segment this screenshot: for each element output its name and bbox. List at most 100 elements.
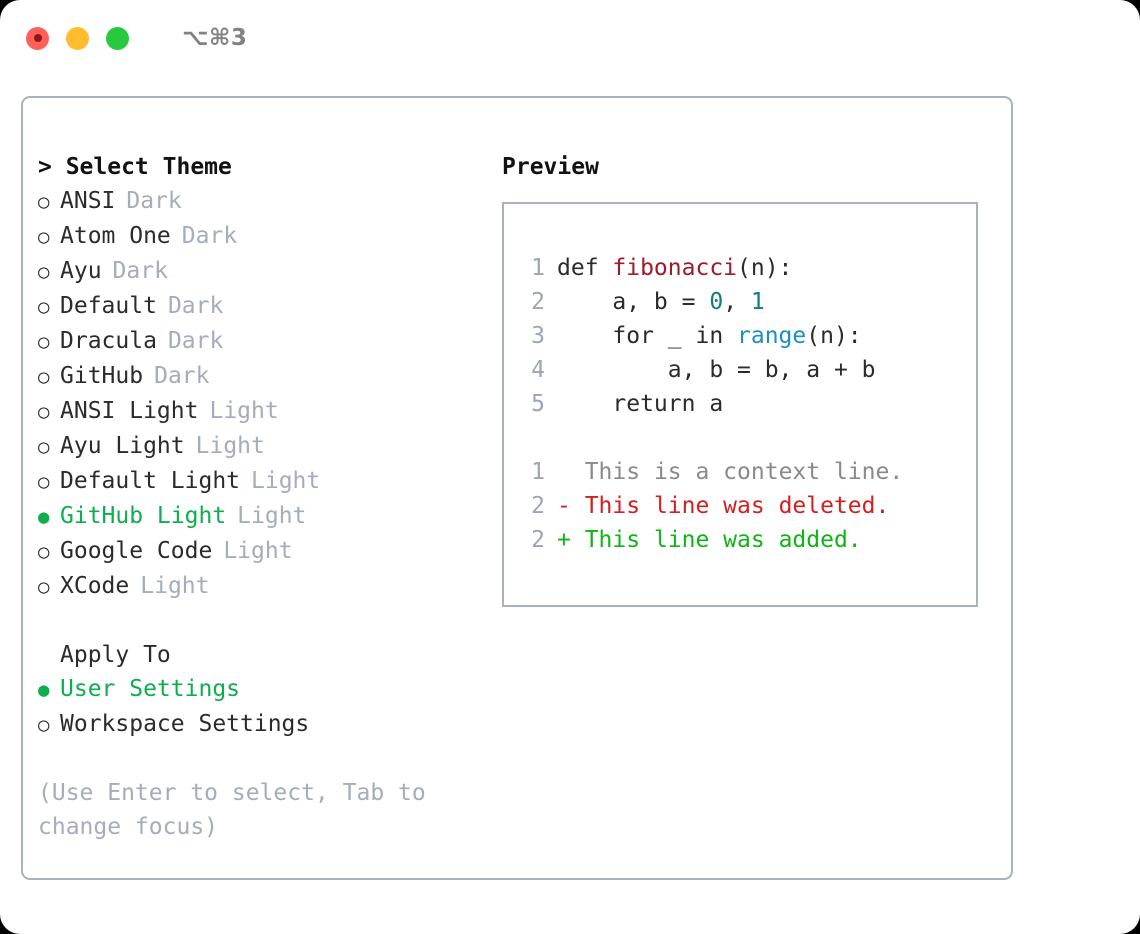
close-window-icon[interactable] (26, 26, 49, 50)
line-number: 2 (531, 527, 545, 553)
theme-option-label: ANSI Light (60, 398, 199, 424)
diff-marker: + (557, 527, 585, 553)
theme-option-label: GitHub (60, 363, 144, 389)
radio-unselected-icon: ○ (38, 261, 50, 283)
radio-selected-icon: ● (38, 679, 50, 701)
theme-option-ayu[interactable]: ○ Ayu Dark (38, 254, 498, 289)
radio-unselected-icon: ○ (38, 401, 50, 423)
theme-option-xcode[interactable]: ○ XCode Light (38, 569, 498, 604)
code-line-text: a, b = b, a + b (557, 353, 876, 387)
theme-option-label: Ayu (60, 258, 102, 284)
radio-selected-icon: ● (38, 506, 50, 528)
theme-option-ayu-light[interactable]: ○ Ayu Light Light (38, 429, 498, 464)
keyboard-hint-text: (Use Enter to select, Tab to change focu… (38, 780, 440, 840)
code-line-text: return a (557, 387, 723, 421)
code-token-call: range (737, 323, 807, 349)
code-line: 5 return a (525, 387, 976, 421)
theme-variant-badge: Dark (126, 188, 182, 214)
theme-option-default-light[interactable]: ○ Default Light Light (38, 464, 498, 499)
code-line-text: def fibonacci(n): (557, 251, 792, 285)
code-token-plain: (n): (806, 323, 862, 349)
radio-unselected-icon: ○ (38, 576, 50, 598)
theme-variant-badge: Light (251, 468, 321, 494)
title-bar: ⌥⌘3 (0, 0, 1140, 76)
minimize-window-icon[interactable] (66, 26, 89, 50)
theme-option-label: Ayu Light (60, 433, 185, 459)
theme-variant-badge: Light (237, 503, 307, 529)
line-number: 4 (531, 357, 545, 383)
theme-variant-badge: Dark (167, 293, 224, 319)
theme-option-label: ANSI (60, 188, 116, 214)
code-token-plain: (n): (737, 255, 793, 281)
diff-line-text: This line was deleted. (584, 493, 890, 519)
theme-option-label: Default Light (60, 468, 241, 494)
code-line: 3 for _ in range(n): (525, 319, 976, 353)
apply-to-option-user-settings[interactable]: ● User Settings (38, 672, 498, 707)
diff-line-del: 2- This line was deleted. (525, 489, 976, 523)
list-spacer (38, 604, 498, 638)
radio-unselected-icon: ○ (38, 541, 50, 563)
apply-to-option-workspace-settings[interactable]: ○ Workspace Settings (38, 707, 498, 742)
theme-option-github-light[interactable]: ● GitHub Light Light (38, 499, 498, 534)
theme-option-label: Default (60, 293, 157, 319)
radio-unselected-icon: ○ (38, 714, 50, 736)
theme-option-label: Atom One (60, 223, 171, 249)
maximize-window-icon[interactable] (106, 26, 129, 50)
traffic-light-buttons (26, 26, 129, 50)
theme-variant-badge: Dark (167, 328, 224, 354)
diff-marker: - (557, 493, 585, 519)
line-number: 3 (531, 323, 545, 349)
line-number: 5 (531, 391, 545, 417)
code-token-fn: fibonacci (612, 255, 738, 281)
theme-variant-badge: Dark (181, 223, 238, 249)
theme-variant-badge: Dark (112, 258, 168, 284)
theme-option-ansi-light[interactable]: ○ ANSI Light Light (38, 394, 498, 429)
code-line-text: a, b = 0, 1 (557, 285, 765, 319)
diff-line-add: 2 + This line was added. (525, 523, 976, 557)
theme-variant-badge: Light (209, 398, 279, 424)
theme-variant-badge: Light (195, 433, 265, 459)
code-token-plain: , (723, 289, 751, 315)
theme-option-label: GitHub Light (60, 503, 227, 529)
apply-to-option-label: User Settings (60, 676, 241, 702)
diff-sample: 1 This is a context line.2- This line wa… (525, 455, 976, 557)
code-line: 4 a, b = b, a + b (525, 353, 976, 387)
code-token-plain: a, b = b, a + b (557, 357, 876, 383)
diff-line-text: This is a context line. (584, 459, 904, 485)
apply-to-option-label: Workspace Settings (60, 711, 310, 737)
code-token-num: 1 (750, 289, 765, 315)
theme-option-label: XCode (60, 573, 130, 599)
code-token-num: 0 (709, 289, 724, 315)
select-theme-heading: > Select Theme (38, 154, 232, 180)
diff-line-text: This line was added. (584, 527, 862, 553)
code-token-plain: def (557, 255, 613, 281)
code-token-plain: for _ in (557, 323, 738, 349)
theme-option-label: Dracula (60, 328, 157, 354)
radio-unselected-icon: ○ (38, 436, 50, 458)
apply-to-list: ● User Settings ○ Workspace Settings (38, 672, 498, 742)
theme-variant-badge: Light (140, 573, 210, 599)
diff-line-ctx: 1 This is a context line. (525, 455, 976, 489)
code-line-text: for _ in range(n): (557, 319, 862, 353)
theme-option-label: Google Code (60, 538, 213, 564)
diff-marker (557, 455, 585, 489)
apply-to-heading: Apply To (60, 642, 171, 668)
line-number: 2 (531, 289, 545, 315)
theme-variant-badge: Dark (154, 363, 210, 389)
radio-unselected-icon: ○ (38, 471, 50, 493)
code-token-plain: return a (557, 391, 724, 417)
code-diff-separator (525, 421, 976, 455)
